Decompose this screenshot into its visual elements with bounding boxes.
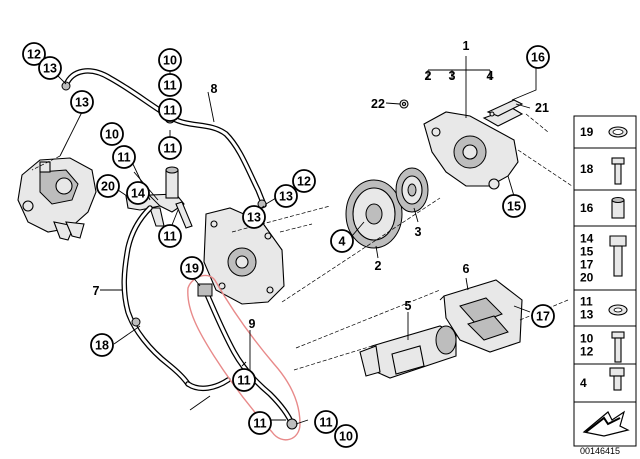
cover-plate-illustration: [203, 207, 285, 305]
callout-11: 11: [158, 98, 182, 122]
document-number: 00146415: [580, 446, 620, 456]
bolt-10-icon: [611, 331, 625, 363]
callout-18: 18: [90, 333, 114, 357]
callout-label: 13: [43, 62, 57, 76]
oil-pump-illustration: [399, 99, 524, 190]
callout-label: 4: [339, 235, 346, 249]
callout-19: 19: [180, 256, 204, 280]
callout-label: 17: [536, 310, 550, 324]
bolt-14-icon: [609, 235, 627, 277]
callout-13: 13: [242, 205, 266, 229]
callout-13: 13: [274, 184, 298, 208]
label-9: 9: [249, 317, 256, 331]
bolt-4-icon: [609, 367, 625, 391]
callout-12: 12: [22, 42, 46, 66]
callout-label: 11: [163, 104, 176, 118]
callout-label: 11: [163, 79, 176, 93]
legend-label-19: 19: [580, 125, 594, 139]
legend-label-13: 13: [580, 308, 594, 322]
callout-11: 11: [112, 145, 136, 169]
callout-label: 13: [279, 190, 293, 204]
callout-label: 16: [531, 51, 545, 65]
highlight-outline: [187, 274, 301, 441]
callout-label: 19: [185, 262, 199, 276]
callout-label: 15: [507, 200, 521, 214]
legend-label-4: 4: [580, 376, 587, 390]
legend-label-15: 15: [580, 245, 594, 259]
legend-label-18: 18: [580, 162, 594, 176]
callout-13: 13: [38, 56, 62, 80]
legend-label-12: 12: [580, 345, 594, 359]
bracket-21-illustration: [486, 99, 524, 117]
sprocket-illustration: [345, 167, 429, 249]
bracket-illustration: [125, 166, 193, 229]
callout-10: 10: [100, 122, 124, 146]
callout-label: 11: [253, 417, 266, 431]
callout-label: 11: [237, 374, 250, 388]
label-5: 5: [405, 299, 412, 313]
callout-label: 10: [339, 430, 353, 444]
callout-11: 11: [158, 224, 182, 248]
callout-label: 12: [297, 175, 311, 189]
callout-label: 12: [27, 48, 41, 62]
callout-label: 11: [117, 151, 130, 165]
callout-label: 13: [75, 96, 89, 110]
callout-17: 17: [531, 304, 555, 328]
label-3: 3: [415, 225, 422, 239]
legend-label-17: 17: [580, 258, 594, 272]
legend-label-10: 10: [580, 332, 594, 346]
legend-label-14: 14: [580, 232, 594, 246]
vacuum-pump-illustration: [17, 157, 97, 241]
callout-label: 11: [163, 230, 176, 244]
callout-10: 10: [158, 48, 182, 72]
callout-label: 10: [163, 54, 177, 68]
callout-11: 11: [158, 73, 182, 97]
label-8: 8: [211, 82, 218, 96]
callout-20: 20: [96, 174, 120, 198]
callout-11: 11: [232, 368, 256, 392]
washer-11-icon: [608, 304, 628, 316]
callout-label: 10: [105, 128, 119, 142]
label-3: 3: [449, 69, 456, 83]
legend-label-11: 11: [580, 295, 593, 309]
label-22: 22: [371, 97, 385, 111]
part-6-illustration: [439, 279, 523, 353]
arrow-icon: [582, 410, 630, 437]
label-7: 7: [93, 284, 100, 298]
callout-label: 14: [131, 187, 145, 201]
hose-7-illustration: [121, 205, 231, 392]
label-4: 4: [487, 69, 494, 83]
label-21: 21: [535, 101, 549, 115]
callout-label: 20: [101, 180, 115, 194]
callout-13: 13: [70, 90, 94, 114]
screw-18-icon: [611, 157, 625, 185]
callout-14: 14: [126, 181, 150, 205]
sleeve-16-icon: [611, 197, 625, 219]
callout-15: 15: [502, 194, 526, 218]
callout-11: 11: [248, 411, 272, 435]
callout-16: 16: [526, 45, 550, 69]
label-6: 6: [463, 262, 470, 276]
callout-12: 12: [292, 169, 316, 193]
label-2: 2: [375, 259, 382, 273]
label-1: 1: [463, 39, 470, 53]
callout-label: 13: [247, 211, 261, 225]
part-5-illustration: [359, 325, 457, 379]
callout-11: 11: [158, 136, 182, 160]
callout-4: 4: [330, 229, 354, 253]
callout-11: 11: [314, 410, 338, 434]
callout-10: 10: [334, 424, 358, 448]
callout-label: 11: [163, 142, 176, 156]
callout-label: 11: [319, 416, 332, 430]
label-2: 2: [425, 69, 432, 83]
legend-label-16: 16: [580, 201, 594, 215]
legend-label-20: 20: [580, 271, 594, 285]
callout-label: 18: [95, 339, 109, 353]
